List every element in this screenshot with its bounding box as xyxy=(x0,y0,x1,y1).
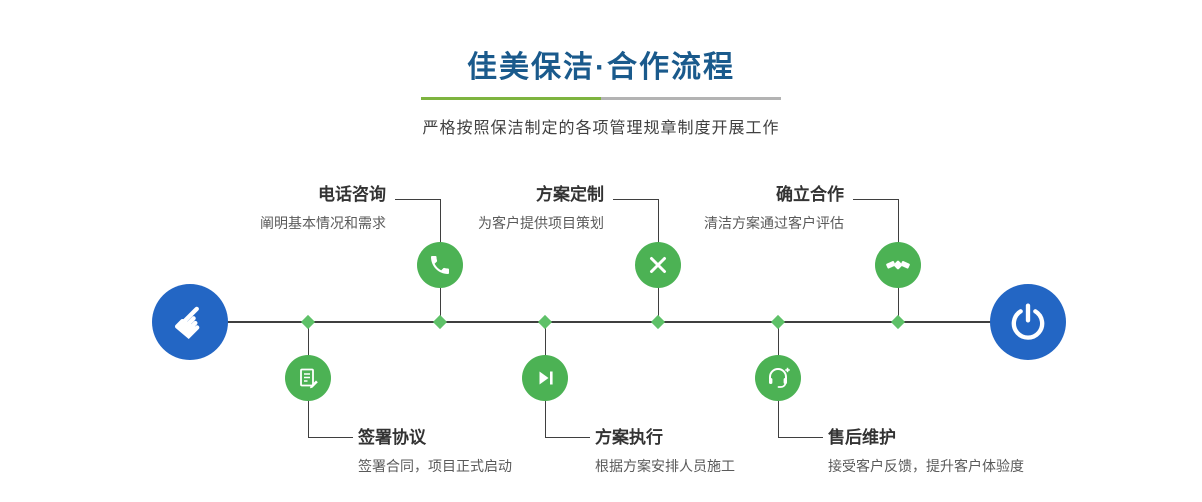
step-title: 售后维护 xyxy=(828,428,896,447)
connector-line xyxy=(853,199,898,200)
divider-gray-segment xyxy=(601,97,781,100)
step-label: 确立合作 清洁方案通过客户评估 xyxy=(704,184,844,233)
step-icon-circle xyxy=(522,355,568,401)
connector-line xyxy=(778,437,823,438)
step-desc: 签署合同，项目正式启动 xyxy=(358,458,512,474)
divider-green-segment xyxy=(421,97,601,100)
step-label: 签署协议 签署合同，项目正式启动 xyxy=(358,427,512,476)
handshake-icon xyxy=(886,260,910,270)
timeline-end-node xyxy=(990,284,1066,360)
connector-line xyxy=(545,437,590,438)
step-icon-circle xyxy=(635,242,681,288)
step-desc: 根据方案安排人员施工 xyxy=(595,458,735,474)
power-icon xyxy=(1011,303,1045,340)
timeline-diamond-marker xyxy=(770,314,786,330)
step-title: 电话咨询 xyxy=(318,185,386,204)
step-icon-circle xyxy=(875,242,921,288)
page-title: 佳美保洁·合作流程 xyxy=(467,51,735,84)
step-label: 电话咨询 阐明基本情况和需求 xyxy=(260,184,386,233)
title-divider xyxy=(421,97,781,100)
step-desc: 接受客户反馈，提升客户体验度 xyxy=(828,458,1024,474)
step-desc: 阐明基本情况和需求 xyxy=(260,215,386,231)
connector-line xyxy=(395,199,440,200)
step-icon-circle xyxy=(285,355,331,401)
timeline-line xyxy=(190,321,1030,323)
design-tools-icon xyxy=(650,257,666,273)
connector-line xyxy=(613,199,658,200)
headset-icon xyxy=(769,367,790,388)
contract-icon xyxy=(300,368,318,389)
timeline-start-node: ☛ xyxy=(152,284,228,360)
step-title: 确立合作 xyxy=(776,185,844,204)
step-title: 方案执行 xyxy=(595,428,663,447)
step-label: 方案定制 为客户提供项目策划 xyxy=(478,184,604,233)
step-title: 方案定制 xyxy=(536,185,604,204)
phone-icon xyxy=(431,256,449,274)
step-icon-circle xyxy=(417,242,463,288)
connector-line xyxy=(308,437,353,438)
page-subtitle: 严格按照保洁制定的各项管理规章制度开展工作 xyxy=(422,120,780,137)
step-desc: 清洁方案通过客户评估 xyxy=(704,215,844,231)
step-desc: 为客户提供项目策划 xyxy=(478,215,604,231)
step-label: 售后维护 接受客户反馈，提升客户体验度 xyxy=(828,427,1024,476)
step-label: 方案执行 根据方案安排人员施工 xyxy=(595,427,735,476)
step-title: 签署协议 xyxy=(358,428,426,447)
play-icon xyxy=(539,371,553,385)
step-icon-circle xyxy=(755,355,801,401)
